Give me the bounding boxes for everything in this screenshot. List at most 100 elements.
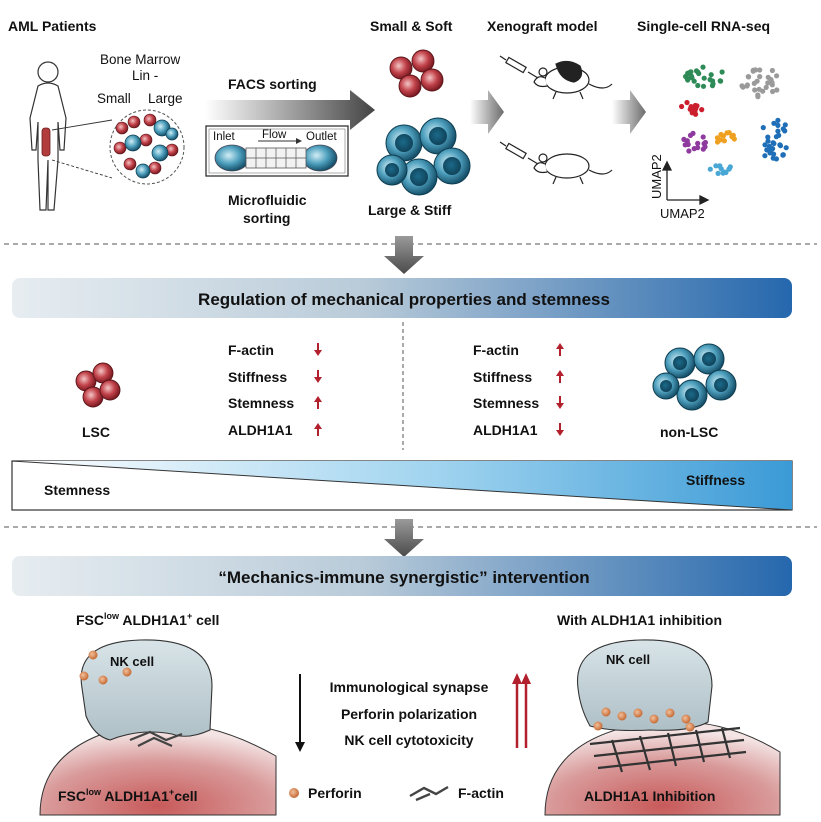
mouse-icon	[533, 60, 613, 100]
umap-point	[687, 132, 694, 138]
umap-point	[726, 166, 732, 172]
lsc-label: LSC	[82, 424, 110, 440]
stemness-gradient-label: Stemness	[44, 482, 110, 498]
umap-point	[762, 142, 768, 148]
umap-point	[708, 72, 714, 78]
umap-point	[720, 133, 727, 139]
umap-point	[679, 103, 685, 110]
marker-label: Stemness	[228, 395, 294, 411]
arrow-to-scrnaseq	[612, 90, 646, 134]
umap-point	[700, 64, 706, 70]
umap-point	[739, 83, 745, 89]
up-arrow-icon	[556, 343, 564, 356]
umap-point	[715, 170, 721, 176]
non-lsc-label: non-LSC	[660, 424, 718, 440]
umap-point	[701, 75, 707, 81]
down-arrow-icon	[556, 396, 564, 409]
umap-point	[695, 82, 701, 89]
down-arrow-icon	[384, 236, 424, 274]
lin-label: Lin -	[132, 68, 158, 83]
umap-point	[775, 117, 781, 123]
bone-marrow-sample	[109, 109, 185, 185]
up-arrow-icon	[556, 370, 564, 383]
non-lsc-cells	[652, 343, 737, 411]
marker-label: F-actin	[473, 342, 519, 358]
umap-point	[700, 146, 706, 152]
small-soft-cells	[389, 49, 444, 98]
umap-point	[769, 79, 775, 85]
down-arrow-icon	[314, 343, 322, 356]
umap-point	[701, 141, 707, 147]
umap-point	[688, 69, 694, 75]
down-arrow-icon	[384, 519, 424, 557]
legend-perforin-dot	[289, 788, 299, 798]
umap-point	[763, 84, 769, 90]
legend-factin-icon	[409, 785, 449, 802]
xenograft-label: Xenograft model	[487, 18, 597, 34]
umap-point	[687, 106, 693, 112]
umap-point	[688, 74, 695, 80]
large-stiff-label: Large & Stiff	[368, 202, 452, 218]
umap-point	[762, 153, 768, 159]
umap-point	[699, 107, 705, 113]
umap-point	[700, 83, 707, 89]
umap-point	[760, 88, 766, 94]
umap-point	[765, 80, 771, 86]
umap-point	[770, 146, 776, 152]
chip-flow-label: Flow	[262, 129, 287, 141]
umap-point	[765, 138, 771, 144]
effect-label: Immunological synapse	[330, 679, 489, 695]
right-target-cell-label: ALDH1A1 Inhibition	[584, 788, 715, 804]
umap-point	[765, 134, 771, 140]
umap-point	[783, 145, 789, 151]
umap-point	[752, 67, 759, 73]
umap-point	[755, 94, 761, 100]
umap-point	[744, 82, 751, 88]
umap-point	[769, 67, 776, 74]
right-nk-cell	[576, 639, 713, 732]
umap-point	[782, 122, 788, 128]
marker-label: Stiffness	[228, 369, 287, 385]
intervention-banner-title: “Mechanics-immune synergistic” intervent…	[218, 568, 589, 587]
up-arrow-icon	[512, 673, 531, 748]
umap-point	[719, 69, 725, 75]
up-arrow-icon	[314, 423, 322, 436]
down-arrow-icon	[556, 423, 564, 436]
large-stiff-cells	[376, 117, 471, 196]
right-nk-cell-label: NK cell	[606, 652, 650, 667]
umap-point	[713, 163, 719, 169]
umap-point	[707, 166, 713, 172]
umap-point	[718, 166, 724, 172]
umap-point	[730, 132, 736, 138]
marker-label: ALDH1A1	[228, 422, 293, 438]
bm-red-cells	[113, 113, 179, 175]
umap-point	[724, 130, 730, 136]
zoom-line-bottom	[51, 159, 113, 179]
effect-label: NK cell cytotoxicity	[344, 732, 473, 748]
umap-point	[764, 147, 770, 153]
small-soft-label: Small & Soft	[370, 18, 453, 34]
umap-y-label: UMAP2	[649, 154, 664, 199]
umap-point	[684, 99, 690, 106]
umap-point	[754, 78, 760, 84]
scrnaseq-label: Single-cell RNA-seq	[637, 18, 770, 34]
umap-point	[777, 143, 784, 149]
umap-point	[775, 128, 781, 134]
small-label: Small	[97, 91, 131, 106]
umap-point	[780, 152, 786, 158]
down-arrow-icon	[295, 674, 305, 752]
microfluidic-label-2: sorting	[243, 210, 290, 226]
regulation-banner	[12, 278, 792, 318]
left-nk-cell	[80, 639, 213, 741]
umap-point	[774, 73, 780, 79]
right-perforin-dots	[593, 707, 695, 732]
intervention-banner	[12, 556, 792, 596]
left-nk-cell-label: NK cell	[110, 654, 154, 669]
umap-x-label: UMAP2	[660, 206, 705, 221]
umap-scatter	[679, 64, 789, 176]
bone-marrow-label: Bone Marrow	[100, 52, 181, 67]
umap-point	[771, 151, 777, 157]
chip-outlet-label: Outlet	[306, 131, 337, 143]
